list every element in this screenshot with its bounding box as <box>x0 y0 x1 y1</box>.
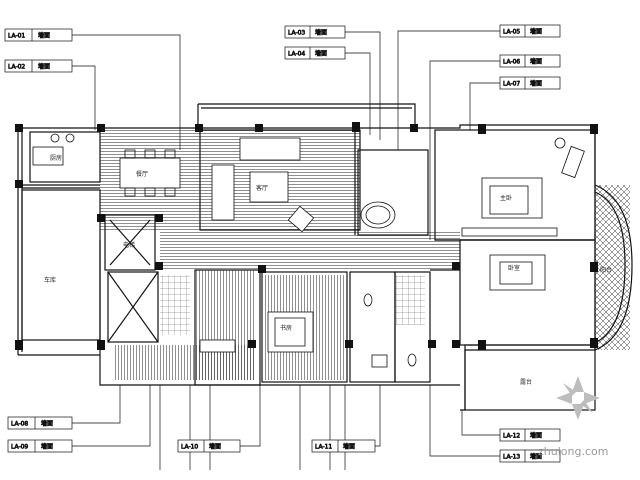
callout-code: LA-01 <box>8 33 25 40</box>
callout-code: LA-13 <box>503 454 520 461</box>
callout-tag: LA-05 墙面 <box>499 24 561 38</box>
callout-text: 墙面 <box>38 63 50 71</box>
callout-text: 墙面 <box>530 28 542 36</box>
callout-code: LA-05 <box>503 29 520 36</box>
room-label-study: 书房 <box>280 324 292 332</box>
structural-columns <box>15 122 598 350</box>
walls <box>17 103 633 411</box>
room-label-master-bedroom: 主卧 <box>500 194 512 202</box>
callout-tag: LA-13 墙面 <box>499 449 561 463</box>
callout-tag: LA-08 墙面 <box>7 416 73 430</box>
room-label-living: 客厅 <box>256 184 268 192</box>
room-label-garage: 车库 <box>44 276 56 284</box>
callout-text: 墙面 <box>530 432 542 440</box>
callout-code: LA-04 <box>288 51 305 58</box>
callout-code: LA-07 <box>503 81 520 88</box>
callout-code: LA-08 <box>11 421 28 428</box>
callout-tag: LA-11 墙面 <box>311 439 376 453</box>
callout-text: 墙面 <box>315 29 327 37</box>
callout-text: 墙面 <box>315 50 327 58</box>
leader-lines <box>72 30 500 470</box>
room-labels: 厨房 餐厅 客厅 车库 电梯 主卧 卧室 书房 露台 阳台 <box>44 154 612 386</box>
callout-text: 墙面 <box>530 58 542 66</box>
watermark-text: zhulong.com <box>538 445 608 458</box>
callout-text: 墙面 <box>343 443 355 451</box>
callout-text: 墙面 <box>530 80 542 88</box>
room-label-balcony: 阳台 <box>600 266 612 274</box>
room-label-bedroom: 卧室 <box>508 264 520 272</box>
callout-tag: LA-12 墙面 <box>499 428 561 442</box>
callout-tag: LA-04 墙面 <box>284 46 346 60</box>
callout-text: 墙面 <box>38 32 50 40</box>
watermark: zhulong.com <box>538 376 608 458</box>
callout-tags: LA-01 墙面 LA-02 墙面 LA-03 墙面 LA-04 墙面 LA-0… <box>4 24 561 463</box>
callout-tag: LA-03 墙面 <box>284 25 346 39</box>
room-label-terrace: 露台 <box>520 378 532 386</box>
floor-finish-zones <box>100 130 630 380</box>
callout-tag: LA-10 墙面 <box>177 439 241 453</box>
callout-code: LA-02 <box>8 64 25 71</box>
callout-code: LA-03 <box>288 30 305 37</box>
callout-text: 墙面 <box>41 420 53 428</box>
room-label-elevator: 电梯 <box>123 241 135 249</box>
callout-code: LA-09 <box>11 444 28 451</box>
watermark-logo-icon <box>556 376 600 420</box>
callout-tag: LA-02 墙面 <box>4 59 73 73</box>
callout-code: LA-06 <box>503 59 520 66</box>
callout-tag: LA-01 墙面 <box>4 28 73 42</box>
callout-tag: LA-06 墙面 <box>499 54 561 68</box>
callout-code: LA-10 <box>181 444 198 451</box>
callout-text: 墙面 <box>41 443 53 451</box>
callout-code: LA-12 <box>503 433 520 440</box>
room-label-kitchen: 厨房 <box>50 154 62 162</box>
furniture <box>32 133 585 368</box>
callout-tag: LA-07 墙面 <box>499 76 561 90</box>
room-label-dining: 餐厅 <box>136 170 148 178</box>
callout-tag: LA-09 墙面 <box>7 439 73 453</box>
callout-code: LA-11 <box>315 444 332 451</box>
callout-text: 墙面 <box>209 443 221 451</box>
callout-text: 墙面 <box>530 453 542 461</box>
